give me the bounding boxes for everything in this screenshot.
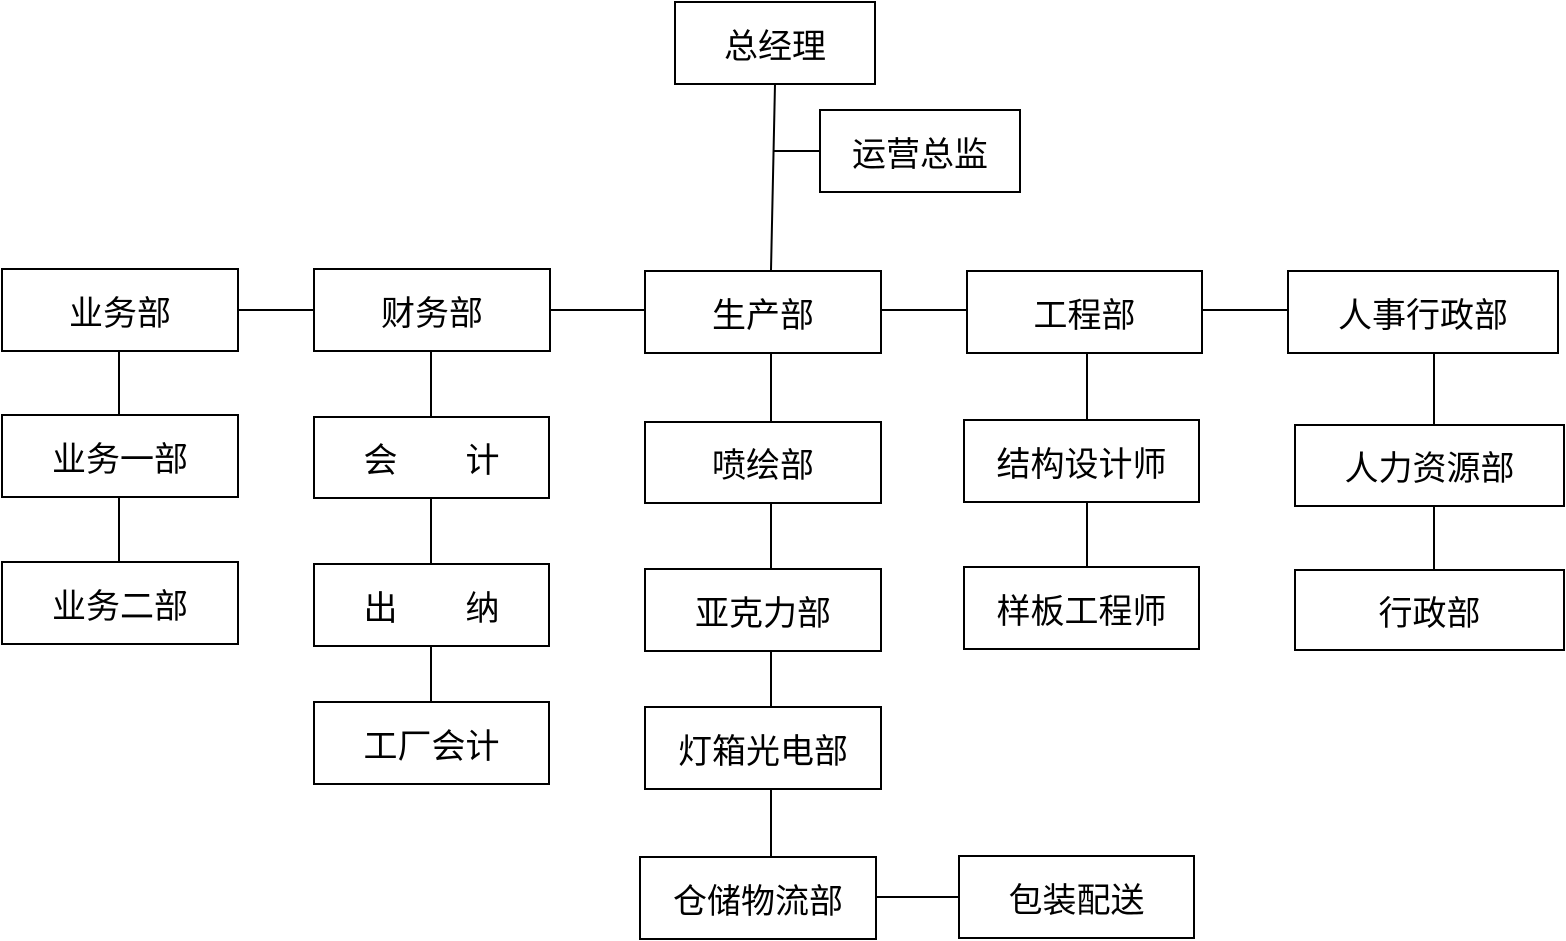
node-ceo: 总经理: [674, 1, 876, 85]
node-human-resources: 人力资源部: [1294, 424, 1565, 507]
node-ops-director: 运营总监: [819, 109, 1021, 193]
node-lightbox: 灯箱光电部: [644, 706, 882, 790]
node-cashier: 出 纳: [313, 563, 550, 647]
node-sample-engineer: 样板工程师: [963, 566, 1200, 650]
node-warehouse-logistics: 仓储物流部: [639, 856, 877, 940]
node-sales-1: 业务一部: [1, 414, 239, 498]
node-factory-accounting: 工厂会计: [313, 701, 550, 785]
node-hr-admin: 人事行政部: [1287, 270, 1559, 354]
node-engineering: 工程部: [966, 270, 1203, 354]
node-administration: 行政部: [1294, 569, 1565, 651]
node-production: 生产部: [644, 270, 882, 354]
node-accounting: 会 计: [313, 416, 550, 499]
node-acrylic: 亚克力部: [644, 568, 882, 652]
node-spray-painting: 喷绘部: [644, 421, 882, 504]
node-sales: 业务部: [1, 268, 239, 352]
node-packaging-delivery: 包装配送: [958, 855, 1195, 939]
line-ceo-production: [770, 83, 776, 271]
node-finance: 财务部: [313, 268, 551, 352]
node-sales-2: 业务二部: [1, 561, 239, 645]
node-structural-designer: 结构设计师: [963, 419, 1200, 503]
